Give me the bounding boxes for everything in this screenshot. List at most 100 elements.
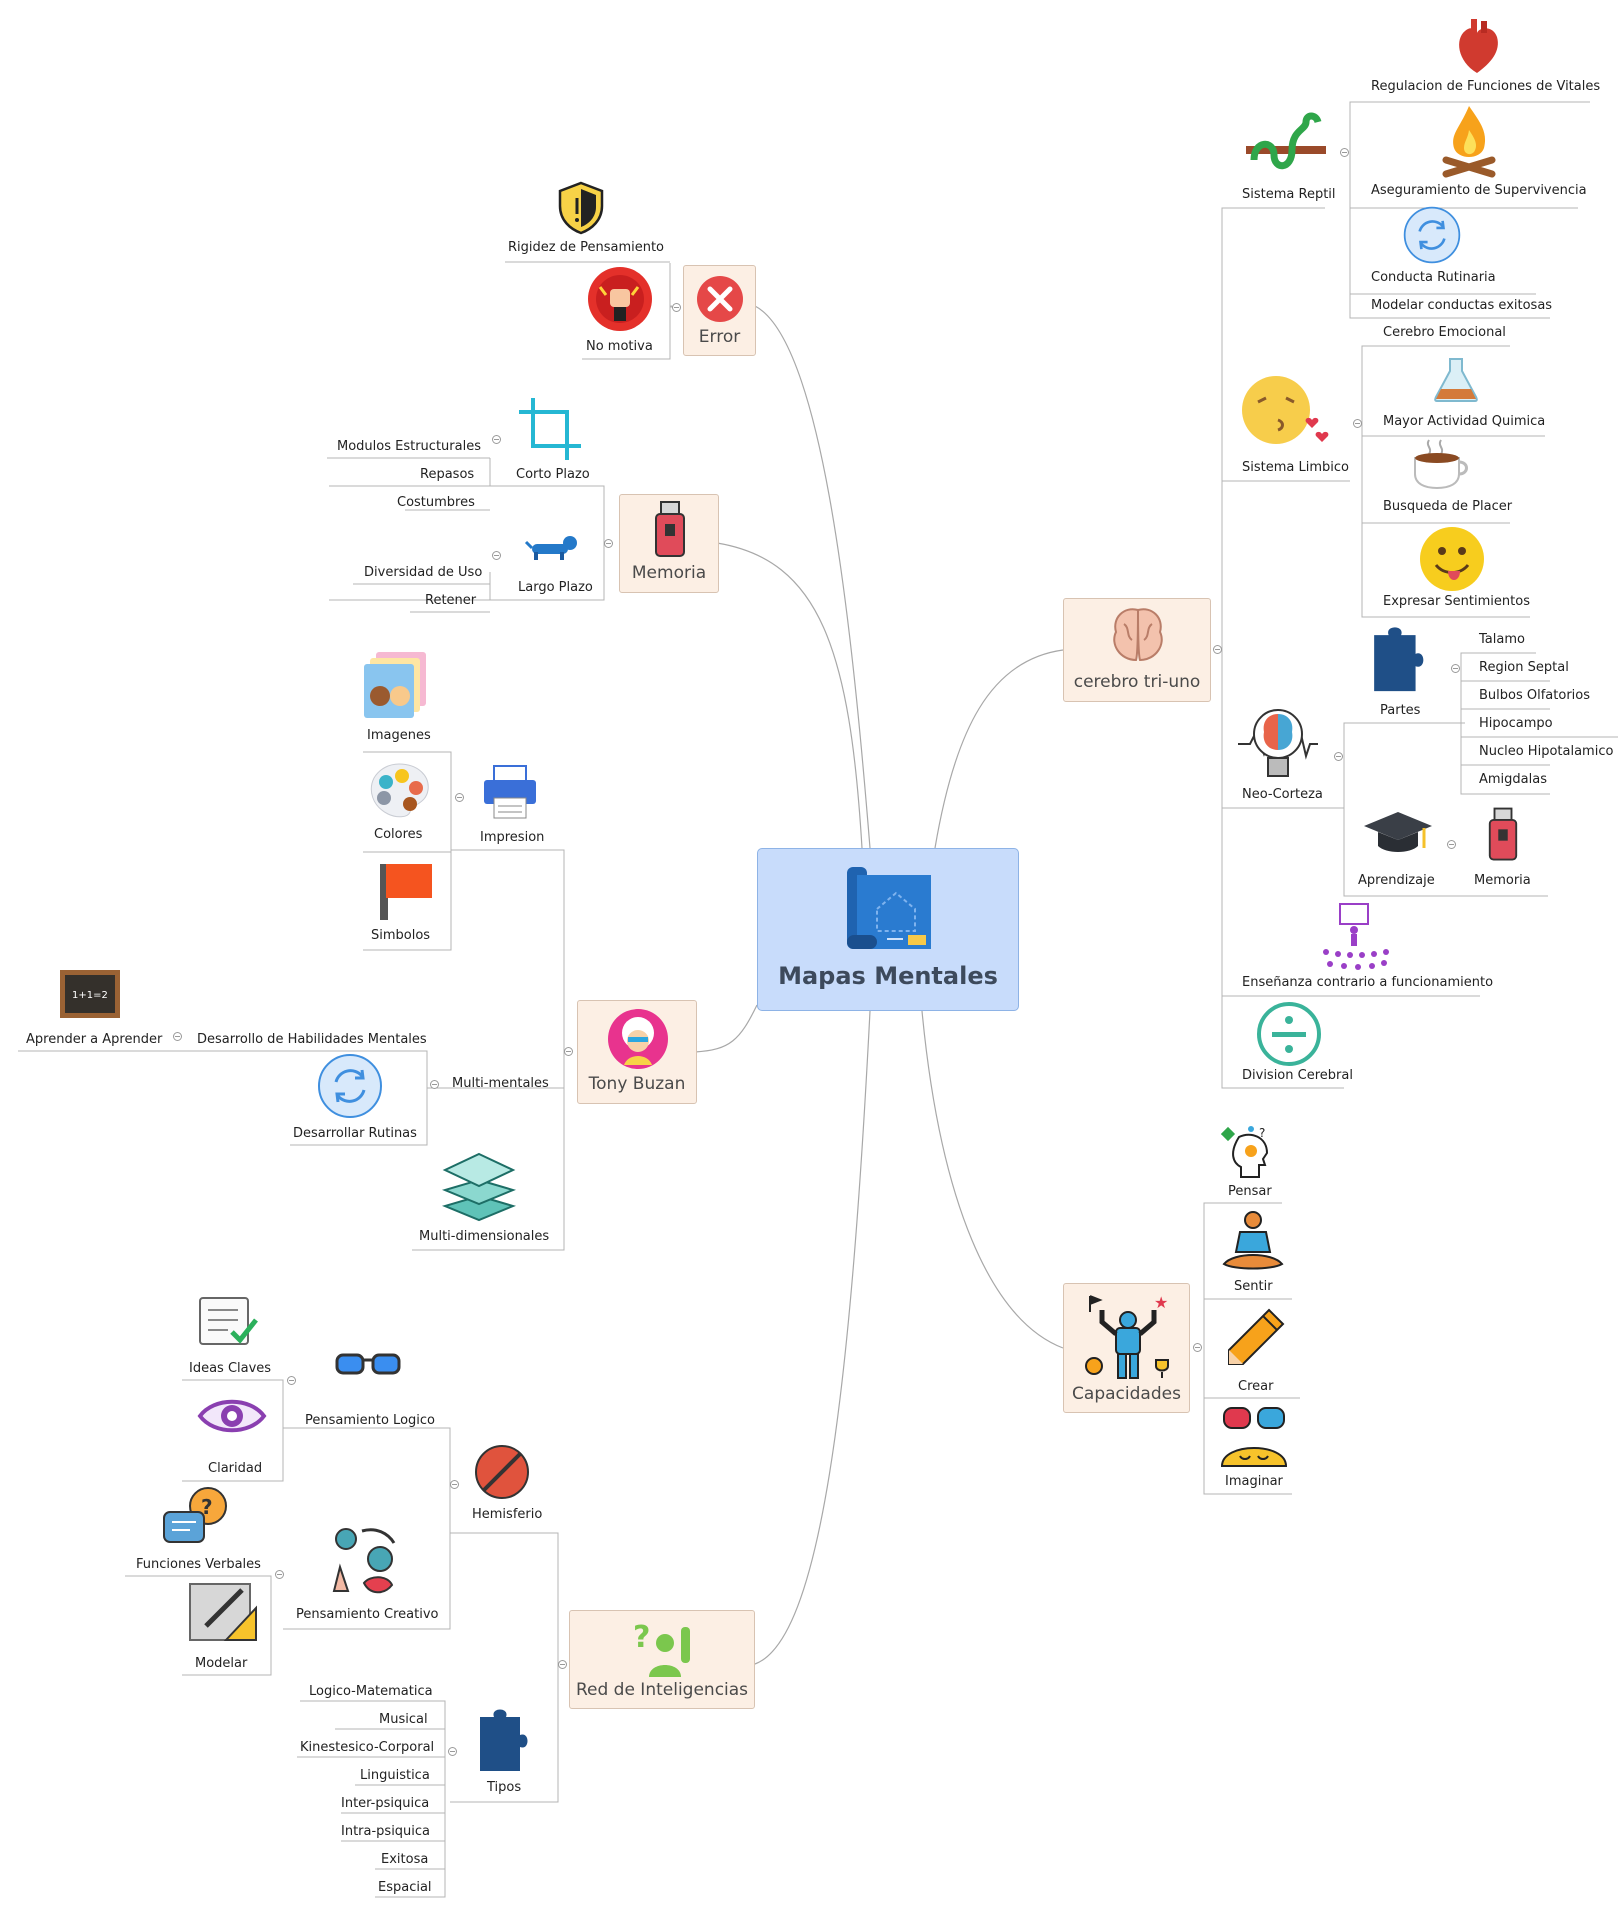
collapse-toggle[interactable] (448, 1747, 457, 1756)
node-tipos[interactable]: Tipos (487, 1780, 522, 1795)
bulb-brain-icon (1238, 709, 1318, 777)
collapse-toggle[interactable] (455, 793, 464, 802)
svg-text:?: ? (633, 1620, 650, 1655)
collapse-toggle[interactable] (1213, 645, 1222, 654)
blueprint-icon (847, 867, 931, 949)
node-pensamiento-logico[interactable]: Pensamiento Logico (305, 1413, 435, 1428)
node-aprendizaje[interactable]: Aprendizaje (1358, 873, 1435, 888)
collapse-toggle[interactable] (287, 1376, 296, 1385)
node-imagenes[interactable]: Imagenes (367, 728, 431, 743)
tipo-item[interactable]: Inter-psiquica (341, 1796, 430, 1811)
node-sentimientos[interactable]: Expresar Sentimientos (1383, 594, 1530, 609)
branch-memoria-label: Memoria (631, 563, 707, 583)
node-modelar-conductas[interactable]: Modelar conductas exitosas (1371, 298, 1553, 313)
node-ensenanza[interactable]: Enseñanza contrario a funcionamiento (1242, 975, 1494, 990)
collapse-toggle[interactable] (275, 1570, 284, 1579)
node-crear[interactable]: Crear (1238, 1379, 1274, 1394)
node-quimica[interactable]: Mayor Actividad Quimica (1383, 414, 1546, 429)
collapse-toggle[interactable] (1193, 1343, 1202, 1352)
branch-capacidades[interactable]: ★ Capacidades (1063, 1283, 1190, 1413)
node-impresion[interactable]: Impresion (480, 830, 545, 845)
node-repasos[interactable]: Repasos (420, 467, 475, 482)
collapse-toggle[interactable] (558, 1660, 567, 1669)
central-topic[interactable]: Mapas Mentales (757, 848, 1019, 1011)
node-sistema-limbico[interactable]: Sistema Limbico (1242, 460, 1349, 475)
pencil-icon (1228, 1308, 1285, 1365)
tipo-item[interactable]: Espacial (378, 1880, 432, 1895)
branch-error[interactable]: Error (683, 265, 756, 356)
dachshund-icon (524, 536, 577, 560)
branch-red-inteligencias-label: Red de Inteligencias (575, 1680, 749, 1700)
branch-memoria[interactable]: Memoria (619, 494, 719, 593)
node-imaginar[interactable]: Imaginar (1225, 1474, 1283, 1489)
node-colores[interactable]: Colores (374, 827, 423, 842)
tipo-item[interactable]: Logico-Matematica (309, 1684, 433, 1699)
node-cerebro-emocional[interactable]: Cerebro Emocional (1383, 325, 1506, 340)
node-diversidad[interactable]: Diversidad de Uso (364, 565, 483, 580)
node-modelar-red[interactable]: Modelar (195, 1656, 248, 1671)
collapse-toggle[interactable] (492, 435, 501, 444)
node-desarrollo[interactable]: Desarrollo de Habilidades Mentales (197, 1032, 427, 1047)
classroom-icon (1323, 903, 1389, 970)
collapse-toggle[interactable] (1451, 664, 1460, 673)
tipo-item[interactable]: Musical (379, 1712, 428, 1727)
parte-item[interactable]: Talamo (1479, 632, 1525, 647)
node-ideas-claves[interactable]: Ideas Claves (189, 1361, 272, 1376)
branch-error-label: Error (698, 327, 741, 347)
node-rigidez[interactable]: Rigidez de Pensamiento (508, 240, 665, 255)
parte-item[interactable]: Amigdalas (1479, 772, 1547, 787)
tipo-item[interactable]: Exitosa (381, 1852, 429, 1867)
node-costumbres[interactable]: Costumbres (397, 495, 475, 510)
collapse-toggle[interactable] (1340, 148, 1349, 157)
parte-item[interactable]: Region Septal (1479, 660, 1569, 675)
collapse-toggle[interactable] (604, 539, 613, 548)
node-pensamiento-creativo[interactable]: Pensamiento Creativo (296, 1607, 439, 1622)
node-sistema-reptil[interactable]: Sistema Reptil (1242, 187, 1336, 202)
node-sentir[interactable]: Sentir (1234, 1279, 1273, 1294)
node-division[interactable]: Division Cerebral (1242, 1068, 1353, 1083)
glasses-icon (335, 1353, 401, 1375)
collapse-toggle[interactable] (672, 303, 681, 312)
node-aseguramiento[interactable]: Aseguramiento de Supervivencia (1371, 183, 1587, 198)
collapse-toggle[interactable] (430, 1080, 439, 1089)
collapse-toggle[interactable] (492, 551, 501, 560)
collapse-toggle[interactable] (1447, 840, 1456, 849)
node-modulos[interactable]: Modulos Estructurales (337, 439, 481, 454)
collapse-toggle[interactable] (450, 1480, 459, 1489)
node-rutinas[interactable]: Desarrollar Rutinas (293, 1126, 417, 1141)
collapse-toggle[interactable] (1334, 752, 1343, 761)
refresh-circle-icon (318, 1054, 382, 1118)
node-multi-mentales[interactable]: Multi-mentales (452, 1076, 549, 1091)
node-claridad[interactable]: Claridad (208, 1461, 263, 1476)
branch-tony-buzan[interactable]: Tony Buzan (577, 1000, 697, 1104)
node-regulacion[interactable]: Regulacion de Funciones de Vitales (1371, 79, 1601, 94)
node-simbolos[interactable]: Simbolos (371, 928, 431, 943)
tipo-item[interactable]: Linguistica (360, 1768, 430, 1783)
node-corto-plazo[interactable]: Corto Plazo (516, 467, 590, 482)
node-partes[interactable]: Partes (1380, 703, 1421, 718)
node-placer[interactable]: Busqueda de Placer (1383, 499, 1513, 514)
tipo-item[interactable]: Intra-psiquica (341, 1824, 431, 1839)
node-neo-corteza[interactable]: Neo-Corteza (1242, 787, 1323, 802)
node-hemisferio[interactable]: Hemisferio (472, 1507, 543, 1522)
node-aprender[interactable]: Aprender a Aprender (26, 1032, 163, 1047)
collapse-toggle[interactable] (564, 1047, 573, 1056)
node-pensar[interactable]: Pensar (1228, 1184, 1272, 1199)
parte-item[interactable]: Nucleo Hipotalamico (1479, 744, 1614, 759)
node-rutinaria[interactable]: Conducta Rutinaria (1371, 270, 1496, 285)
parte-item[interactable]: Bulbos Olfatorios (1479, 688, 1591, 703)
collapse-toggle[interactable] (1353, 419, 1362, 428)
node-memoria-neo[interactable]: Memoria (1474, 873, 1531, 888)
node-largo-plazo[interactable]: Largo Plazo (518, 580, 593, 595)
branch-red-inteligencias[interactable]: ? Red de Inteligencias (569, 1610, 755, 1709)
node-retener[interactable]: Retener (425, 593, 477, 608)
tipo-item[interactable]: Kinestesico-Corporal (300, 1740, 435, 1755)
no-sign-icon (475, 1445, 529, 1499)
collapse-toggle[interactable] (173, 1032, 182, 1041)
branch-cerebro[interactable]: cerebro tri-uno (1063, 598, 1211, 702)
parte-item[interactable]: Hipocampo (1479, 716, 1553, 731)
node-funciones-verbales[interactable]: Funciones Verbales (136, 1557, 261, 1572)
node-multi-dimensionales[interactable]: Multi-dimensionales (419, 1229, 550, 1244)
node-no-motiva[interactable]: No motiva (586, 339, 653, 354)
